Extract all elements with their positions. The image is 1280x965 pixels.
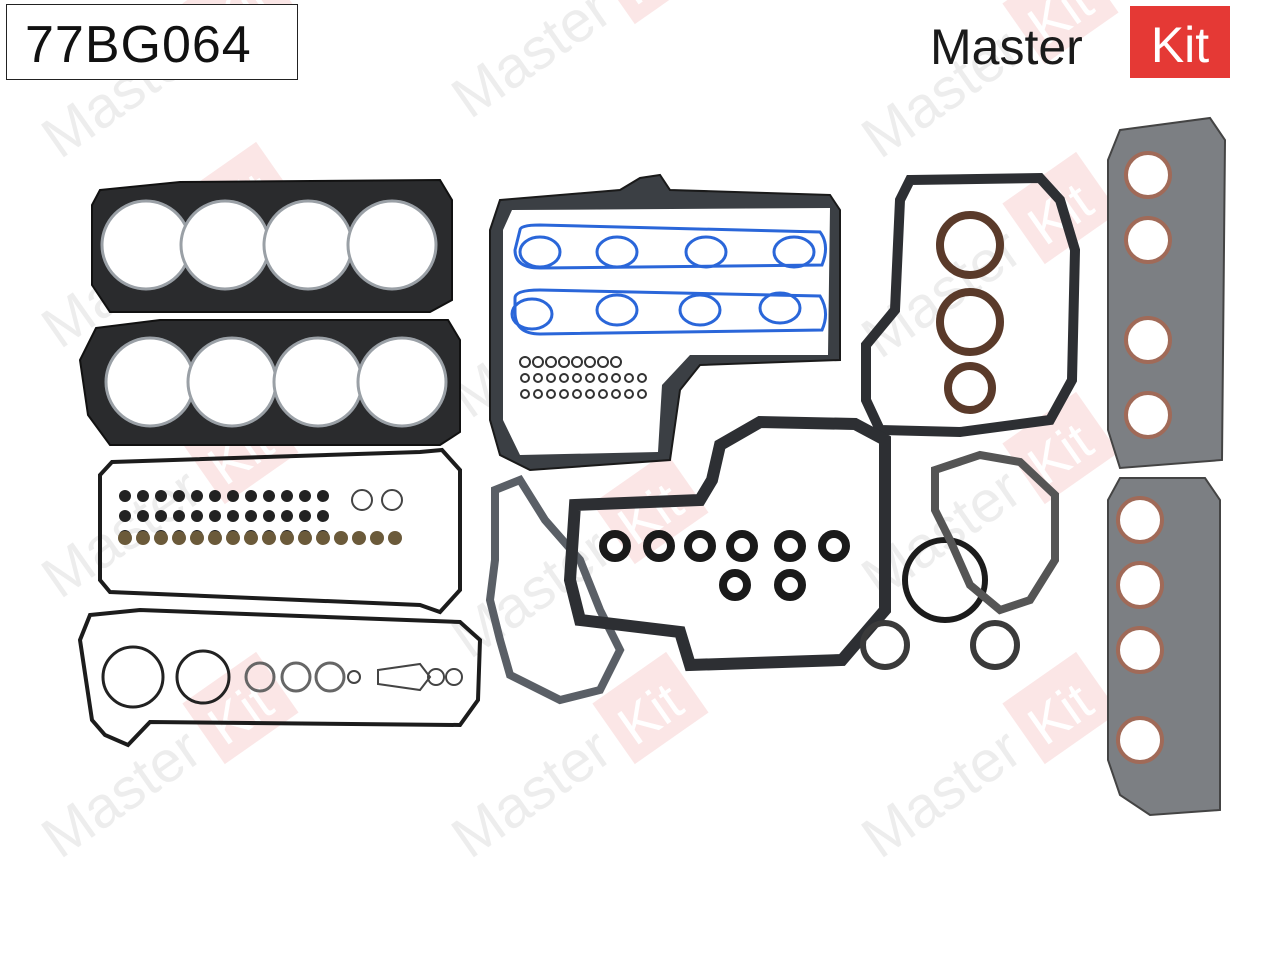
valve-stem-seal-brown: [352, 531, 366, 545]
o-ring: [520, 373, 530, 383]
o-ring: [637, 373, 647, 383]
injector-o-rings: [519, 356, 647, 399]
valve-stem-seal: [155, 510, 167, 522]
brand-logo-badge: Kit: [1130, 6, 1230, 78]
valve-stem-seal: [227, 490, 239, 502]
o-ring: [585, 389, 595, 399]
valve-stem-seals: [118, 490, 402, 545]
o-ring: [598, 389, 608, 399]
o-ring: [558, 356, 570, 368]
o-ring: [597, 356, 609, 368]
o-ring: [637, 389, 647, 399]
o-ring: [546, 389, 556, 399]
valve-cover-gasket-2: [77, 607, 483, 748]
valve-stem-seal: [227, 510, 239, 522]
valve-stem-seal: [281, 510, 293, 522]
valve-stem-seal-brown: [298, 531, 312, 545]
o-ring: [559, 373, 569, 383]
valve-cover-gasket-1: [98, 447, 462, 615]
valve-stem-seal: [209, 510, 221, 522]
valve-stem-seal-brown: [190, 531, 204, 545]
valve-stem-seal: [173, 490, 185, 502]
oil-pan-gasket-lower: [563, 415, 891, 672]
brand-logo-word: Master: [930, 19, 1083, 75]
o-ring: [546, 373, 556, 383]
valve-stem-seal: [137, 490, 149, 502]
crankshaft-seal-and-rings: [860, 450, 1059, 670]
svg-text:Master: Master: [440, 716, 622, 871]
valve-stem-seal: [263, 510, 275, 522]
valve-stem-seal: [209, 490, 221, 502]
valve-stem-seal: [281, 490, 293, 502]
valve-stem-seal-brown: [388, 531, 402, 545]
valve-stem-seal-brown: [154, 531, 168, 545]
valve-stem-seal-brown: [334, 531, 348, 545]
valve-stem-seal: [299, 510, 311, 522]
o-ring: [572, 389, 582, 399]
brand-logo-badge-text: Kit: [1150, 17, 1210, 73]
valve-stem-seal: [317, 490, 329, 502]
valve-stem-seal: [245, 490, 257, 502]
intake-manifold-gaskets: [510, 223, 827, 336]
valve-stem-seal-brown: [316, 531, 330, 545]
valve-stem-seal-brown: [208, 531, 222, 545]
svg-text:Master: Master: [850, 456, 1032, 611]
valve-stem-seal-brown: [136, 531, 150, 545]
exhaust-manifold-gasket-lower: [1107, 477, 1221, 817]
o-ring: [533, 373, 543, 383]
valve-stem-seal-brown: [280, 531, 294, 545]
valve-stem-seal: [137, 510, 149, 522]
valve-stem-seal: [263, 490, 275, 502]
valve-stem-seal: [245, 510, 257, 522]
oil-pan-gasket-upper: [489, 173, 841, 472]
valve-stem-seal-brown: [370, 531, 384, 545]
part-number-box: 77BG064: [6, 4, 298, 80]
svg-text:Master: Master: [30, 716, 212, 871]
o-ring: [533, 389, 543, 399]
o-ring: [624, 389, 634, 399]
o-ring: [611, 373, 621, 383]
oil-pan-gasket-right: [861, 172, 1081, 438]
o-ring: [571, 356, 583, 368]
o-ring: [519, 356, 531, 368]
valve-stem-seal: [191, 490, 203, 502]
valve-stem-seal-brown: [172, 531, 186, 545]
cylinder-head-gasket-lower: [78, 319, 461, 446]
o-ring: [624, 373, 634, 383]
valve-stem-seal: [119, 490, 131, 502]
o-ring: [584, 356, 596, 368]
valve-stem-seal-brown: [226, 531, 240, 545]
o-ring: [520, 389, 530, 399]
exhaust-manifold-gasket-upper: [1107, 116, 1227, 470]
o-ring: [598, 373, 608, 383]
valve-stem-seal: [191, 510, 203, 522]
cylinder-head-gasket-upper: [91, 178, 453, 313]
valve-stem-seal-brown: [118, 531, 132, 545]
o-ring: [611, 389, 621, 399]
o-ring: [610, 356, 622, 368]
o-ring: [585, 373, 595, 383]
valve-stem-seal: [119, 510, 131, 522]
valve-stem-seal: [155, 490, 167, 502]
valve-stem-seal-brown: [244, 531, 258, 545]
valve-stem-seal: [299, 490, 311, 502]
camshaft-seals: [599, 530, 850, 601]
o-ring: [572, 373, 582, 383]
valve-stem-seal-brown: [262, 531, 276, 545]
valve-stem-seal: [173, 510, 185, 522]
part-number: 77BG064: [25, 16, 252, 74]
o-ring: [532, 356, 544, 368]
valve-stem-seal: [317, 510, 329, 522]
o-ring: [545, 356, 557, 368]
svg-text:Master: Master: [850, 716, 1032, 871]
svg-text:Master: Master: [440, 0, 622, 131]
o-ring: [559, 389, 569, 399]
timing-cover-gasket: [485, 475, 625, 705]
